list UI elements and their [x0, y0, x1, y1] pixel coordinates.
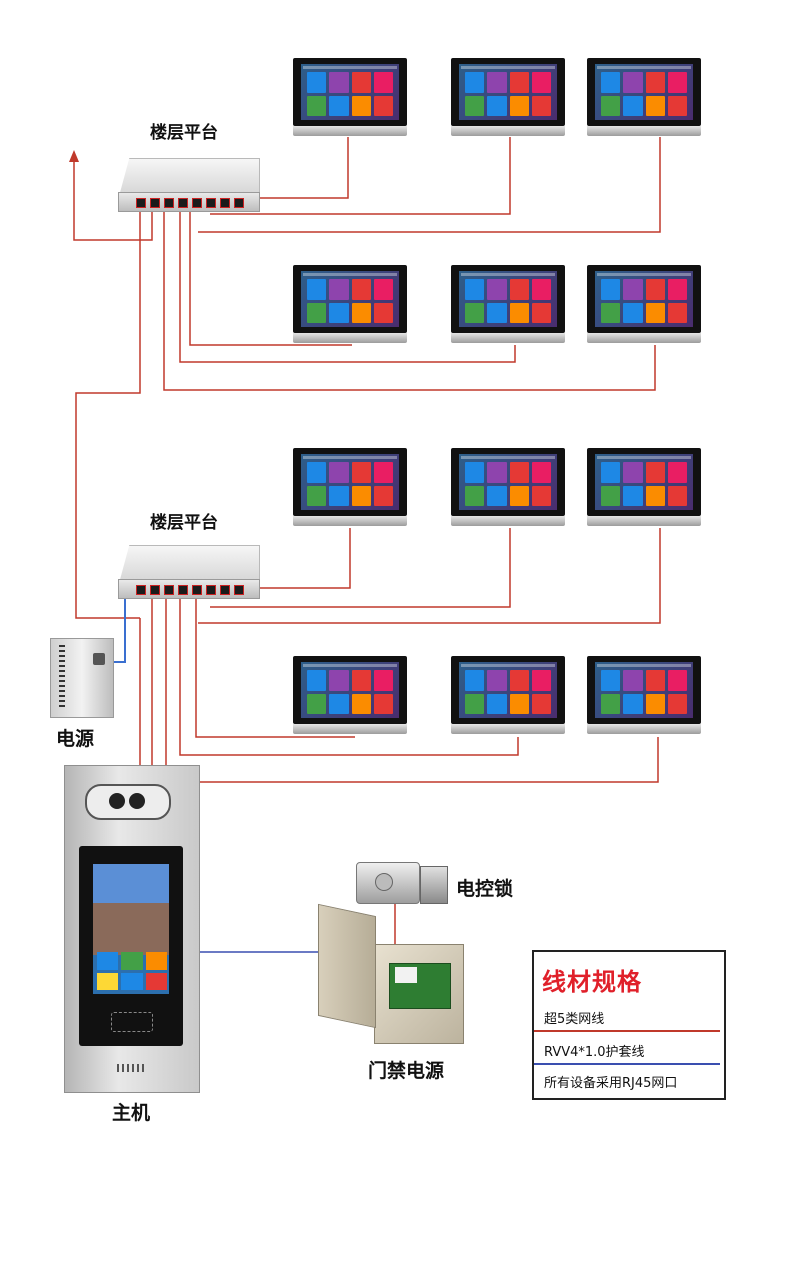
cable-bot-3	[198, 528, 661, 624]
cable-power	[112, 592, 126, 663]
indoor-monitor	[587, 656, 701, 736]
electric-lock-label: 电控锁	[456, 878, 514, 900]
camera-module	[85, 784, 171, 820]
host-door-station	[64, 765, 200, 1093]
cable-top-1	[222, 137, 349, 199]
spec-line-rvv: RVV4*1.0护套线	[544, 1045, 645, 1060]
spec-title: 线材规格	[542, 968, 642, 996]
spec-rule-red	[534, 1030, 720, 1032]
access-power-door	[318, 903, 376, 1029]
cable-spec-box: 线材规格 超5类网线 RVV4*1.0护套线 所有设备采用RJ45网口	[532, 950, 726, 1100]
access-power-box	[374, 944, 464, 1044]
indoor-monitor	[451, 448, 565, 528]
spec-line-rj45: 所有设备采用RJ45网口	[544, 1076, 678, 1091]
spec-line-cat5e: 超5类网线	[544, 1012, 605, 1027]
indoor-monitor	[293, 656, 407, 736]
floor-platform-bottom-label: 楼层平台	[150, 513, 218, 533]
cable-bot-2	[210, 528, 511, 608]
cable-bot-5	[179, 595, 519, 756]
indoor-monitor	[587, 265, 701, 345]
cable-top-5	[179, 205, 516, 363]
electric-lock-device	[356, 862, 420, 904]
floor-switch-top	[118, 158, 260, 212]
cable-bot-4	[195, 595, 355, 738]
cable-top-4	[189, 205, 352, 346]
access-power-label: 门禁电源	[368, 1060, 445, 1082]
cable-uplink-top	[73, 160, 153, 241]
indoor-monitor	[293, 448, 407, 528]
power-supply-label: 电源	[56, 728, 95, 750]
cable-bot-6	[165, 595, 659, 783]
floor-switch-bottom	[118, 545, 260, 599]
indoor-monitor	[587, 58, 701, 138]
floor-platform-top-label: 楼层平台	[150, 123, 218, 143]
cable-bot-1	[222, 528, 351, 589]
lock-strike	[420, 866, 448, 904]
indoor-monitor	[451, 656, 565, 736]
speaker-grille	[117, 1064, 147, 1072]
uplink-arrow-icon	[69, 150, 79, 162]
indoor-monitor	[587, 448, 701, 528]
indoor-monitor	[451, 58, 565, 138]
host-screen	[79, 846, 183, 1046]
cable-top-3	[198, 137, 661, 233]
spec-rule-blue	[534, 1063, 720, 1065]
cable-riser	[75, 205, 141, 619]
indoor-monitor	[451, 265, 565, 345]
card-reader-icon	[111, 1012, 153, 1032]
power-supply-box	[50, 638, 114, 718]
indoor-monitor	[293, 58, 407, 138]
cable-top-6	[163, 205, 656, 391]
host-label: 主机	[112, 1102, 151, 1124]
indoor-monitor	[293, 265, 407, 345]
cable-top-2	[210, 137, 511, 215]
